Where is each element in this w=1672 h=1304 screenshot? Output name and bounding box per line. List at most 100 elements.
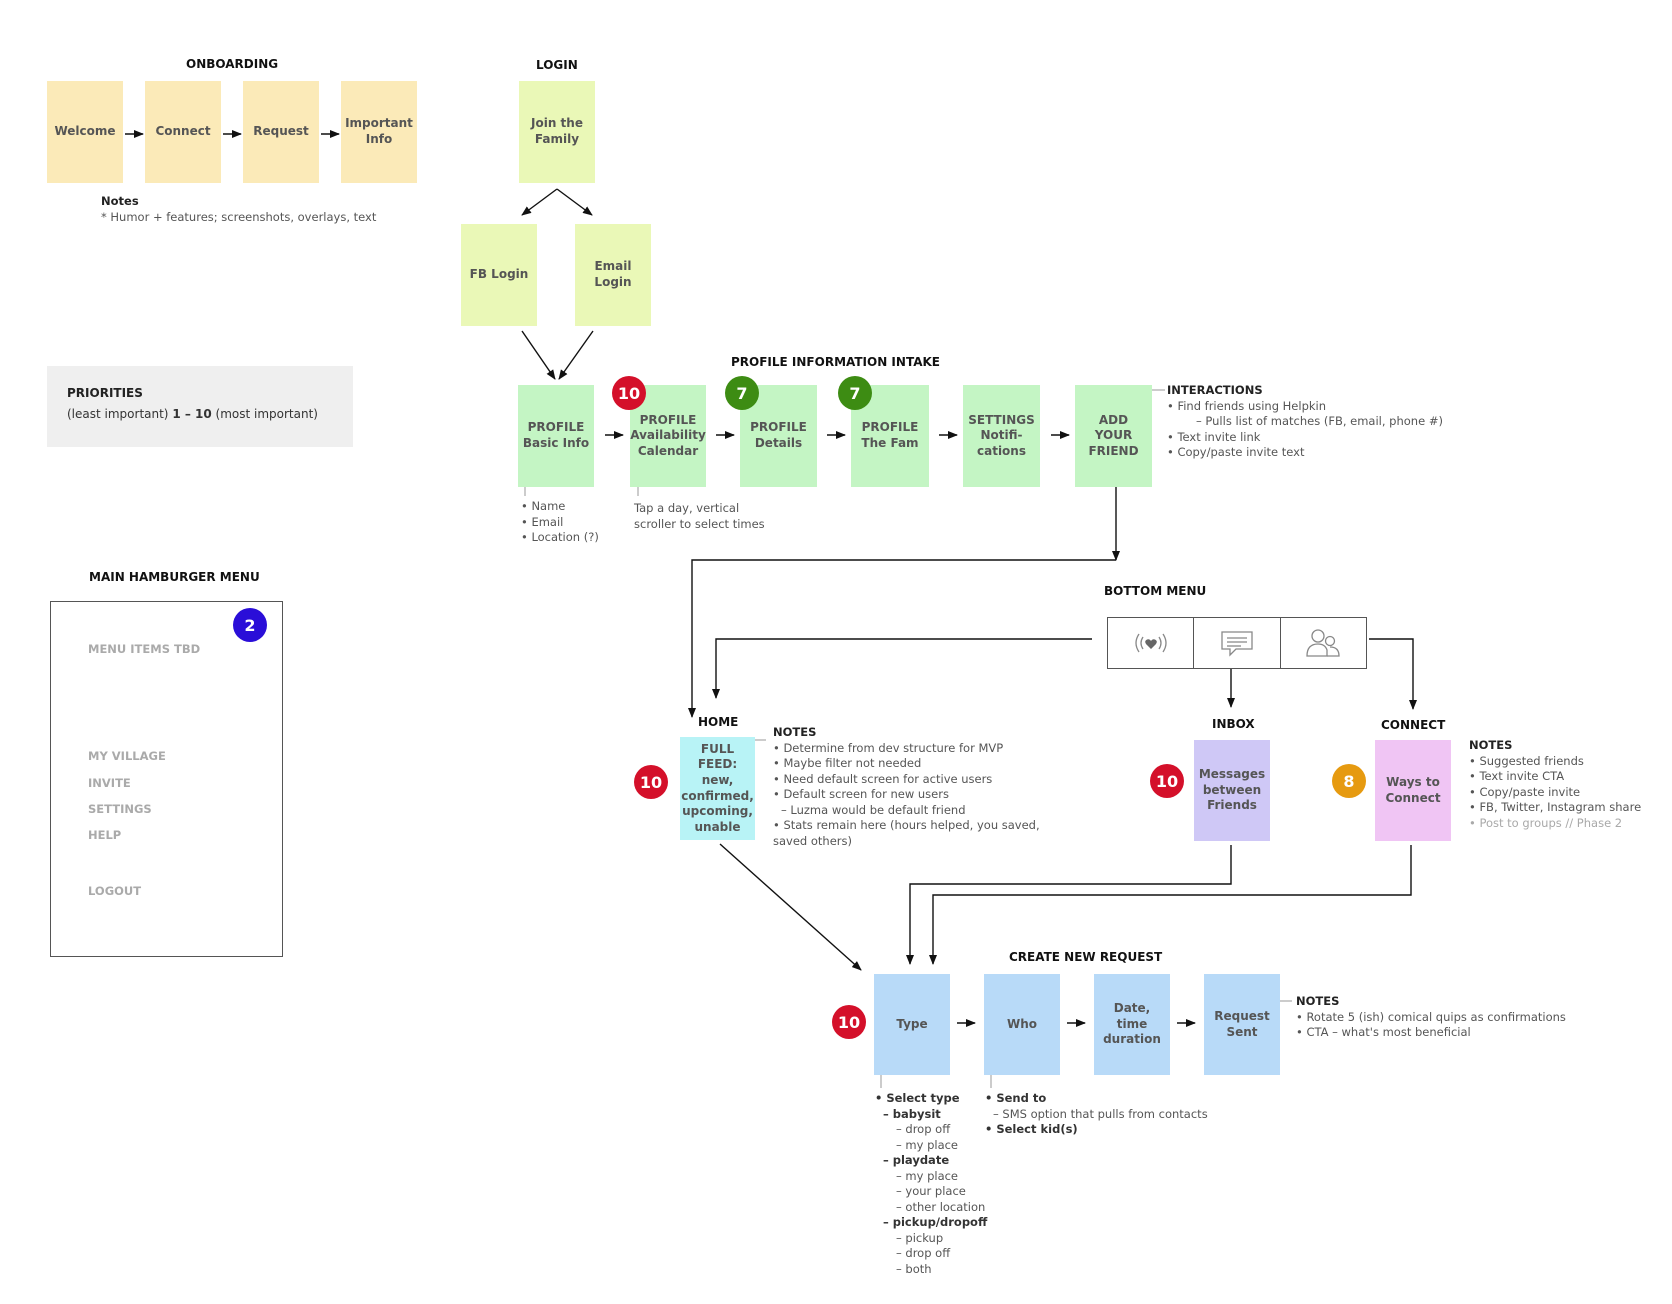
bottom-menu-home-tab[interactable] xyxy=(1108,618,1195,668)
request-sent[interactable]: Request Sent xyxy=(1204,974,1280,1075)
bottom-menu-inbox-tab[interactable] xyxy=(1194,618,1281,668)
priorities-scale: (least important) 1 – 10 (most important… xyxy=(67,407,318,421)
menu-item-settings[interactable]: SETTINGS xyxy=(88,802,152,816)
type-note-option: – drop off xyxy=(896,1122,951,1136)
connect-notes-title: NOTES xyxy=(1469,738,1513,752)
type-note-select-type: • Select type xyxy=(875,1091,960,1105)
arrow-join-fb xyxy=(521,188,558,216)
hamburger-menu-panel xyxy=(50,601,283,957)
priority-badge-menu: 2 xyxy=(233,608,267,642)
home-notes: NOTES • Determine from dev structure for… xyxy=(773,725,1040,849)
connect-notes: NOTES • Suggested friends • Text invite … xyxy=(1469,738,1641,831)
type-notes: • Select type – babysit – drop off – my … xyxy=(875,1091,987,1277)
request-notes-title: NOTES xyxy=(1296,994,1340,1008)
interactions-note: • Find friends using Helpkin xyxy=(1167,398,1327,413)
hamburger-menu-title: MAIN HAMBURGER MENU xyxy=(89,570,260,584)
type-note-option: – your place xyxy=(896,1184,966,1198)
menu-item-help[interactable]: HELP xyxy=(88,828,122,842)
type-note-option: – my place xyxy=(896,1137,959,1152)
arrow-bottom-home xyxy=(712,638,1092,699)
connect-note: • Suggested friends xyxy=(1469,753,1584,768)
home-full-feed[interactable]: FULL FEED: new, confirmed, upcoming, una… xyxy=(680,737,755,840)
type-note-option: – drop off xyxy=(896,1246,951,1260)
calendar-notes: Tap a day, vertical scroller to select t… xyxy=(634,501,765,532)
onboarding-title: ONBOARDING xyxy=(186,57,279,71)
home-note: saved others) xyxy=(773,833,852,848)
connect-title: CONNECT xyxy=(1381,718,1446,732)
interactions-title: INTERACTIONS xyxy=(1167,383,1263,397)
interactions-note: – Pulls list of matches (FB, email, phon… xyxy=(1196,414,1443,428)
request-notes: NOTES • Rotate 5 (ish) comical quips as … xyxy=(1296,994,1566,1041)
connect-note: • Copy/paste invite xyxy=(1469,784,1581,799)
who-note-sms: – SMS option that pulls from contacts xyxy=(993,1106,1208,1121)
inbox-messages[interactable]: Messages between Friends xyxy=(1194,740,1270,841)
settings-notifications[interactable]: SETTINGS Notifi-cations xyxy=(963,385,1040,487)
heart-signal-icon xyxy=(1135,633,1167,653)
who-notes: • Send to – SMS option that pulls from c… xyxy=(985,1091,1208,1138)
basic-info-note: • Name xyxy=(521,499,566,513)
type-note-option: – my place xyxy=(896,1168,959,1183)
request-note: • CTA – what's most beneficial xyxy=(1296,1025,1471,1039)
type-note-babysit: – babysit xyxy=(883,1106,941,1121)
bottom-menu-bar xyxy=(1107,617,1367,669)
who-note-select-kids: • Select kid(s) xyxy=(985,1122,1078,1136)
onboarding-welcome[interactable]: Welcome xyxy=(47,81,123,183)
who-note-send-to: • Send to xyxy=(985,1091,1047,1105)
onboarding-connect[interactable]: Connect xyxy=(145,81,221,183)
request-who[interactable]: Who xyxy=(984,974,1060,1075)
calendar-note: Tap a day, vertical xyxy=(634,501,740,515)
inbox-title: INBOX xyxy=(1212,717,1255,731)
calendar-note: scroller to select times xyxy=(634,516,765,531)
menu-item-invite[interactable]: INVITE xyxy=(88,776,131,790)
chat-bubble-icon xyxy=(1221,631,1253,657)
connect-note: • FB, Twitter, Instagram share xyxy=(1469,800,1642,814)
basic-info-notes: • Name • Email • Location (?) xyxy=(521,499,599,546)
priority-badge-home: 10 xyxy=(634,765,668,799)
menu-item-my-village[interactable]: MY VILLAGE xyxy=(88,749,166,763)
type-note-option: – other location xyxy=(896,1199,986,1214)
home-note: • Need default screen for active users xyxy=(773,771,993,786)
onboarding-important-info[interactable]: Important Info xyxy=(341,81,417,183)
interactions-notes: INTERACTIONS • Find friends using Helpki… xyxy=(1167,383,1443,461)
priorities-panel: PRIORITIES (least important) 1 – 10 (mos… xyxy=(47,366,353,447)
login-fb[interactable]: FB Login xyxy=(461,224,537,326)
menu-item-logout[interactable]: LOGOUT xyxy=(88,884,142,898)
interactions-note: • Copy/paste invite text xyxy=(1167,445,1305,459)
onboarding-request[interactable]: Request xyxy=(243,81,319,183)
request-note: • Rotate 5 (ish) comical quips as confir… xyxy=(1296,1009,1566,1024)
login-email[interactable]: Email Login xyxy=(575,224,651,326)
type-note-pickup: – pickup/dropoff xyxy=(883,1215,988,1229)
connect-note: • Text invite CTA xyxy=(1469,769,1565,783)
arrow-to-home xyxy=(688,559,1116,718)
bottom-menu-title: BOTTOM MENU xyxy=(1104,584,1207,598)
home-note: • Default screen for new users xyxy=(773,787,949,801)
home-title: HOME xyxy=(698,715,739,729)
home-note: • Determine from dev structure for MVP xyxy=(773,740,1004,755)
request-date-time[interactable]: Date, time duration xyxy=(1094,974,1170,1075)
priority-badge-the-fam: 7 xyxy=(838,376,872,410)
home-note: • Stats remain here (hours helped, you s… xyxy=(773,818,1040,832)
priority-badge-details: 7 xyxy=(725,376,759,410)
onboarding-notes-text: * Humor + features; screenshots, overlay… xyxy=(101,209,377,224)
add-your-friend[interactable]: ADD YOUR FRIEND xyxy=(1075,385,1152,487)
priorities-prefix: (least important) xyxy=(67,407,173,421)
home-note: • Maybe filter not needed xyxy=(773,756,922,770)
request-type[interactable]: Type xyxy=(874,974,950,1075)
menu-items-tbd: MENU ITEMS TBD xyxy=(88,642,201,656)
priority-badge-request: 10 xyxy=(832,1005,866,1039)
profile-basic-info[interactable]: PROFILE Basic Info xyxy=(518,385,594,487)
interactions-note: • Text invite link xyxy=(1167,429,1261,444)
priorities-range: 1 – 10 xyxy=(172,407,212,421)
onboarding-notes-title: Notes xyxy=(101,194,139,208)
connect-note-muted: • Post to groups // Phase 2 xyxy=(1469,815,1623,830)
type-note-option: – pickup xyxy=(896,1230,944,1245)
basic-info-note: • Location (?) xyxy=(521,530,599,544)
bottom-menu-connect-tab[interactable] xyxy=(1281,618,1366,668)
arrow-bottom-connect xyxy=(1369,638,1417,710)
profile-intake-title: PROFILE INFORMATION INTAKE xyxy=(731,355,940,369)
priority-badge-calendar: 10 xyxy=(612,376,646,410)
connect-ways[interactable]: Ways to Connect xyxy=(1375,740,1451,841)
home-notes-title: NOTES xyxy=(773,725,817,739)
login-join-family[interactable]: Join the Family xyxy=(519,81,595,183)
